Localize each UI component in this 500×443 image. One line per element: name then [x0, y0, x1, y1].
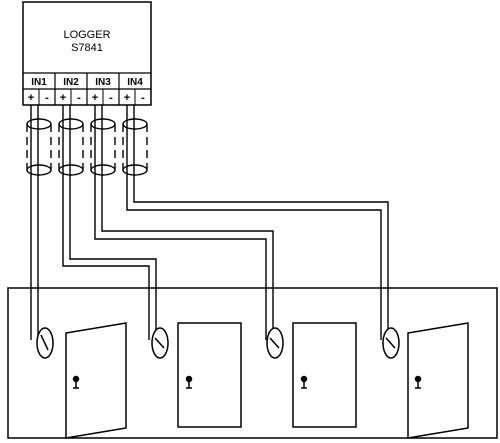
cable-shields	[26, 118, 148, 176]
wall-outline	[7, 287, 498, 439]
shield-2	[58, 118, 84, 176]
door-sensor-4	[382, 327, 400, 359]
cable-1	[30, 105, 39, 340]
terminal-2-minus: -	[77, 92, 81, 104]
terminal-3-minus: -	[109, 92, 113, 104]
input-4-label: IN4	[127, 77, 143, 88]
terminal-1-minus: -	[45, 92, 49, 104]
terminal-4-minus: -	[141, 92, 145, 104]
terminal-3-plus: +	[92, 92, 98, 104]
door-2	[177, 322, 242, 428]
logger-title: LOGGER	[63, 29, 110, 41]
terminal-1-plus: +	[28, 92, 34, 104]
cable-3	[94, 105, 274, 340]
door-4	[407, 322, 469, 439]
terminal-4-plus: +	[124, 92, 130, 104]
input-3-label: IN3	[95, 77, 111, 88]
shield-3	[90, 118, 116, 176]
logger-model: S7841	[71, 42, 103, 54]
shield-1	[26, 118, 52, 176]
door-sensor-2	[151, 327, 169, 359]
shield-4	[122, 118, 148, 176]
cable-2	[62, 105, 157, 340]
input-1-label: IN1	[31, 77, 47, 88]
logger-device: LOGGER S7841 IN1 IN2 IN3 IN4 + - + - + -…	[22, 1, 152, 106]
cables	[30, 105, 389, 340]
cable-4	[126, 105, 389, 340]
doors	[65, 322, 469, 439]
door-sensor-3	[266, 327, 284, 359]
input-2-label: IN2	[63, 77, 79, 88]
door-sensor-1	[36, 327, 54, 359]
terminal-2-plus: +	[60, 92, 66, 104]
door-sensors	[36, 327, 400, 359]
door-3	[292, 322, 357, 428]
door-1	[65, 322, 127, 439]
